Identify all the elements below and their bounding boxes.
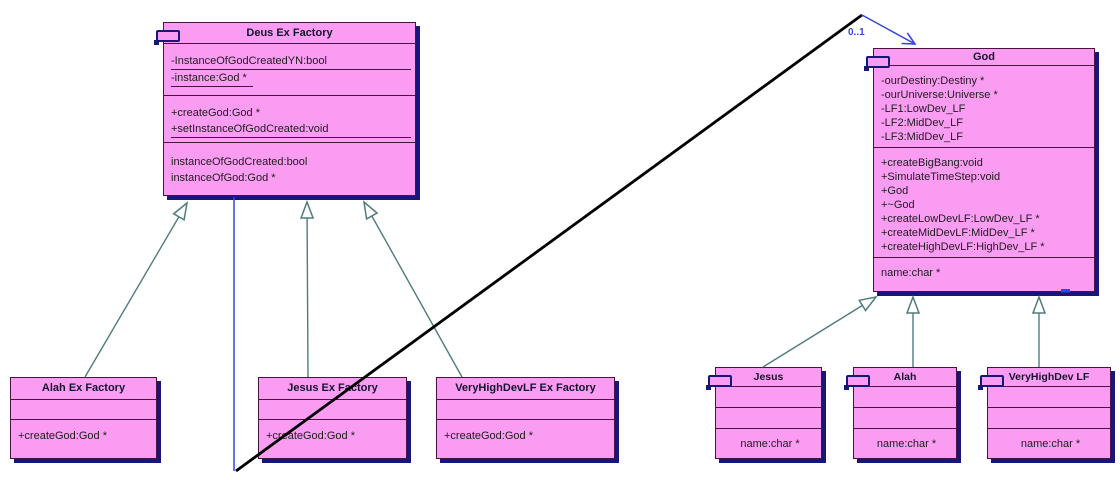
properties-compartment: name:char * xyxy=(874,258,1094,290)
class-icon xyxy=(706,375,732,390)
class-icon xyxy=(844,375,870,390)
class-member: name:char * xyxy=(876,438,937,450)
class-member: name:char * xyxy=(881,267,941,279)
attributes-compartment xyxy=(854,387,956,408)
properties-compartment: name:char * xyxy=(988,429,1110,457)
class-member: +createBigBang:void xyxy=(881,157,983,169)
properties-compartment: name:char * xyxy=(854,429,956,457)
class-member: +SimulateTimeStep:void xyxy=(881,171,1001,183)
methods-compartment xyxy=(854,408,956,429)
class-box-alah-ex-factory: Alah Ex Factory +createGod:God * xyxy=(10,377,157,459)
class-member: -instance:God * xyxy=(171,70,253,87)
multiplicity-label: 0..1 xyxy=(848,27,865,38)
class-member: -ourDestiny:Destiny * xyxy=(881,75,985,87)
class-member: +setInstanceOfGodCreated:void xyxy=(171,121,411,138)
class-title: VeryHighDevLF Ex Factory xyxy=(437,378,614,400)
attributes-compartment xyxy=(716,387,821,408)
class-member: -LF3:MidDev_LF xyxy=(881,131,963,143)
methods-compartment xyxy=(988,408,1110,429)
class-member: instanceOfGodCreated:bool xyxy=(171,156,308,168)
class-title: Alah Ex Factory xyxy=(11,378,156,400)
class-box-deus-ex-factory: Deus Ex Factory -InstanceOfGodCreatedYN:… xyxy=(154,22,416,196)
class-box-god: God -ourDestiny:Destiny * -ourUniverse:Un… xyxy=(864,48,1095,292)
class-member: name:char * xyxy=(1020,438,1081,450)
methods-compartment: +createGod:God * xyxy=(11,420,156,457)
class-member: +createHighDevLF:HighDev_LF * xyxy=(881,241,1045,253)
class-box-veryhighdev-lf: VeryHighDev LF name:char * xyxy=(978,367,1111,459)
generalization-arrow-vhd-factory xyxy=(364,202,463,378)
methods-compartment xyxy=(716,408,821,429)
generalization-arrow-jesus-factory xyxy=(307,202,308,378)
class-box-jesus-ex-factory: Jesus Ex Factory +createGod:God * xyxy=(258,377,407,459)
class-member: name:char * xyxy=(740,438,800,450)
class-member: -ourUniverse:Universe * xyxy=(881,89,998,101)
class-member: +createGod:God * xyxy=(444,430,533,442)
attributes-compartment xyxy=(437,400,614,420)
class-member: +createGod:God * xyxy=(266,430,355,442)
class-title: Jesus Ex Factory xyxy=(259,378,406,400)
generalization-arrow-alah-factory xyxy=(84,203,187,378)
attributes-compartment xyxy=(11,400,156,420)
class-member: +~God xyxy=(881,199,915,211)
attributes-compartment xyxy=(988,387,1110,408)
class-member: +createGod:God * xyxy=(171,107,260,119)
class-title: God xyxy=(874,49,1094,66)
attributes-compartment xyxy=(259,400,406,420)
class-member: +createGod:God * xyxy=(18,430,107,442)
properties-compartment: name:char * xyxy=(716,429,821,457)
class-icon xyxy=(978,375,1004,390)
class-icon xyxy=(154,30,180,45)
properties-compartment: instanceOfGodCreated:bool instanceOfGod:G… xyxy=(164,143,415,194)
methods-compartment: +createBigBang:void +SimulateTimeStep:voi… xyxy=(874,148,1094,258)
class-member: +createLowDevLF:LowDev_LF * xyxy=(881,213,1040,225)
attributes-compartment: -ourDestiny:Destiny * -ourUniverse:Univer… xyxy=(874,66,1094,148)
class-box-jesus: Jesus name:char * xyxy=(706,367,822,459)
class-member: -LF2:MidDev_LF xyxy=(881,117,963,129)
class-title: Alah xyxy=(854,368,956,387)
class-title: VeryHighDev LF xyxy=(988,368,1110,387)
class-member: -InstanceOfGodCreatedYN:bool xyxy=(171,53,411,70)
methods-compartment: +createGod:God * xyxy=(437,420,614,457)
attributes-compartment: -InstanceOfGodCreatedYN:bool-instance:Go… xyxy=(164,44,415,96)
class-member: -LF1:LowDev_LF xyxy=(881,103,966,115)
class-member: +God xyxy=(881,185,909,197)
class-box-veryhighdevlf-ex-factory: VeryHighDevLF Ex Factory +createGod:God … xyxy=(436,377,615,459)
methods-compartment: +createGod:God * +setInstanceOfGodCreated… xyxy=(164,96,415,143)
generalization-arrow-jesus xyxy=(762,297,876,368)
class-title: Deus Ex Factory xyxy=(164,23,415,44)
methods-compartment: +createGod:God * xyxy=(259,420,406,457)
association-arrow xyxy=(861,14,917,45)
class-icon xyxy=(864,56,890,71)
class-member: instanceOfGod:God * xyxy=(171,172,276,184)
class-box-alah: Alah name:char * xyxy=(844,367,957,459)
class-member: +createMidDevLF:MidDev_LF * xyxy=(881,227,1035,239)
